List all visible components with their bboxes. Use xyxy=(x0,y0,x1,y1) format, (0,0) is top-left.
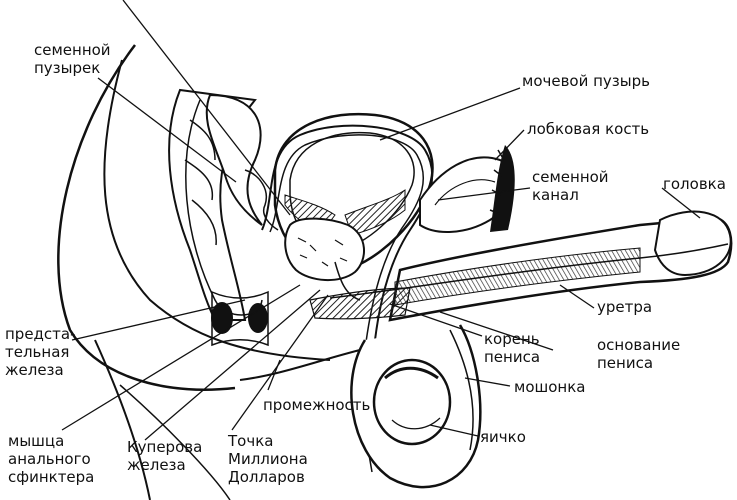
label-glans: головка xyxy=(663,175,726,193)
label-perineum: промежность xyxy=(263,396,370,414)
perineum-skin xyxy=(240,350,360,380)
label-root: корень пениса xyxy=(484,330,540,366)
penis-root-hatch xyxy=(310,288,410,319)
label-seminal-vesicle: семенной пузырек xyxy=(34,41,111,77)
label-pubic-bone: лобковая кость xyxy=(527,120,649,138)
label-million-point: Точка Миллиона Долларов xyxy=(228,432,308,486)
label-bladder: мочевой пузырь xyxy=(522,72,650,90)
label-scrotum: мошонка xyxy=(514,378,585,396)
label-urethra: уретра xyxy=(597,298,652,316)
label-base: основание пениса xyxy=(597,336,680,372)
label-testis: яичко xyxy=(480,428,526,446)
testis-shape xyxy=(374,360,450,444)
label-anal-sphincter: мышца анального сфинктера xyxy=(8,432,94,486)
anal-sphincter-shape-2 xyxy=(248,303,268,333)
label-cowper: Куперова железа xyxy=(127,438,202,474)
label-prostate: предста- тельная железа xyxy=(5,325,76,379)
prostate-shape xyxy=(285,219,364,280)
label-vas-deferens: семенной канал xyxy=(532,168,609,204)
